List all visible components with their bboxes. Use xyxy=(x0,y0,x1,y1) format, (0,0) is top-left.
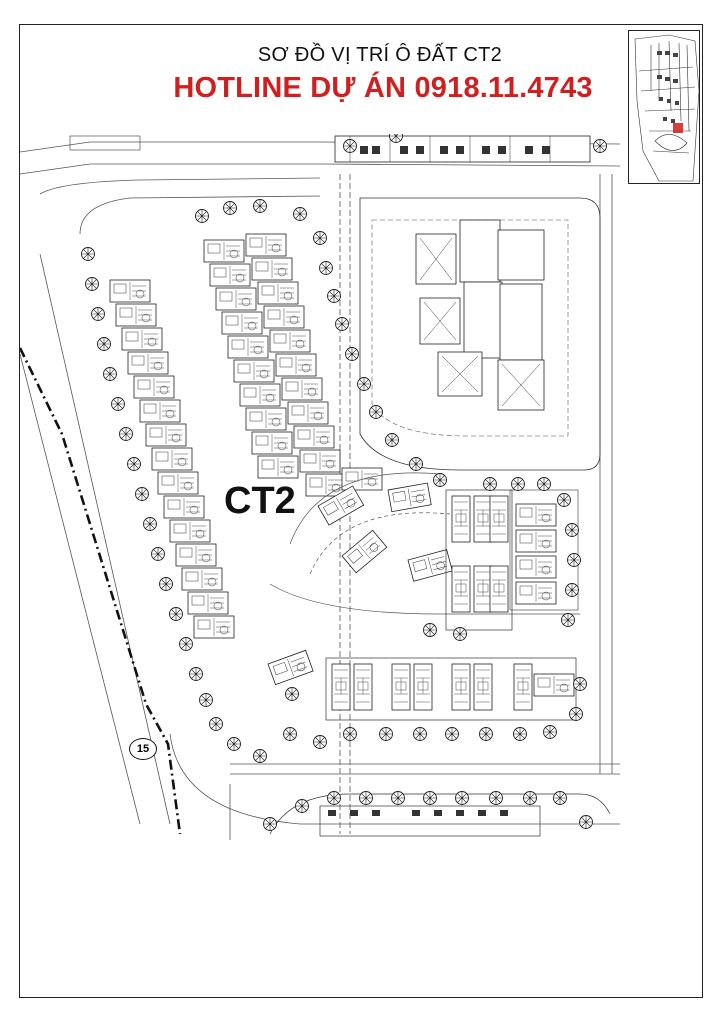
hotline-banner: HOTLINE DỰ ÁN 0918.11.4743 xyxy=(173,72,593,104)
key-map-drawing xyxy=(634,34,699,182)
key-map-inset xyxy=(628,30,700,184)
lot-label-ct2: CT2 xyxy=(224,480,296,522)
site-plan xyxy=(20,134,620,840)
townhouse-block-right xyxy=(445,489,579,631)
site-boundary-line xyxy=(20,347,182,835)
villa-arc xyxy=(269,472,580,615)
route-marker-icon: 15 xyxy=(129,738,157,760)
page-title: SƠ ĐỒ VỊ TRÍ Ô ĐẤT CT2 xyxy=(257,44,503,66)
townhouse-row-lower xyxy=(269,793,611,837)
tower-block xyxy=(359,197,601,471)
villa-rows-middle xyxy=(203,233,383,497)
villa-corner xyxy=(267,649,314,686)
townhouse-row-bottom xyxy=(325,657,577,721)
top-townhouse-row xyxy=(334,135,591,163)
